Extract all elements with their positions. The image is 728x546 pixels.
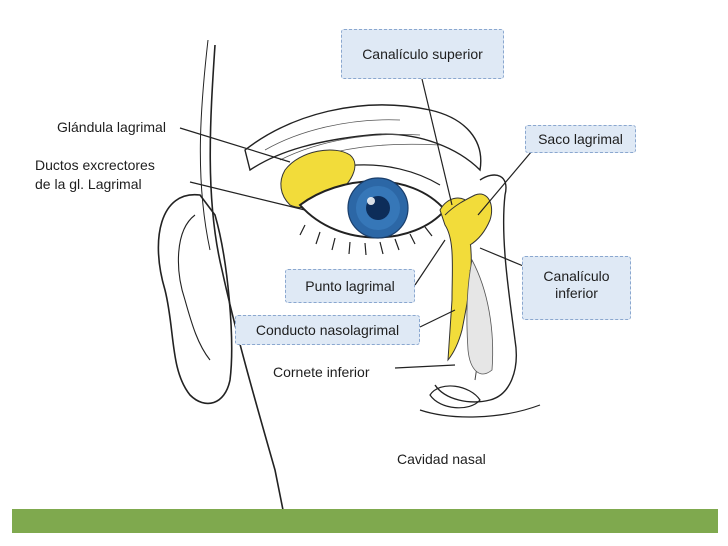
eyebrow <box>244 104 482 172</box>
label-ductos-line1: Ductos excrectores <box>35 157 155 173</box>
turbinate-stipple <box>466 258 494 375</box>
label-glandula-lagrimal: Glándula lagrimal <box>57 119 166 135</box>
eyelashes <box>299 224 433 256</box>
label-conducto-nasolagrimal: Conducto nasolagrimal <box>235 315 420 345</box>
face-outline-inner <box>199 39 211 251</box>
leader-lines <box>179 78 538 369</box>
ear-outline <box>157 194 233 405</box>
label-cavidad-nasal: Cavidad nasal <box>397 451 486 467</box>
label-canaliculo-inferior: Canalículo inferior <box>522 256 631 320</box>
label-cornete-inferior: Cornete inferior <box>273 364 370 380</box>
footer-accent-bar <box>12 509 718 533</box>
label-punto-lagrimal: Punto lagrimal <box>285 269 415 303</box>
label-ductos-line2: de la gl. Lagrimal <box>35 176 142 192</box>
label-saco-lagrimal-text: Saco lagrimal <box>538 131 623 147</box>
face-outline <box>209 44 286 521</box>
label-canaliculo-inferior-line2: inferior <box>555 285 598 301</box>
nasal-outline <box>434 174 517 403</box>
label-punto-lagrimal-text: Punto lagrimal <box>305 278 395 294</box>
label-canaliculo-inferior-line1: Canalículo <box>543 268 610 284</box>
label-saco-lagrimal: Saco lagrimal <box>525 125 636 153</box>
label-canaliculo-superior: Canalículo superior <box>341 29 504 79</box>
ear-inner <box>177 214 211 361</box>
nose-base <box>419 404 541 418</box>
label-conducto-nasolagrimal-text: Conducto nasolagrimal <box>255 322 400 338</box>
nostril <box>429 385 481 409</box>
canaliculi <box>444 193 493 246</box>
label-canaliculo-superior-text: Canalículo superior <box>362 46 483 62</box>
